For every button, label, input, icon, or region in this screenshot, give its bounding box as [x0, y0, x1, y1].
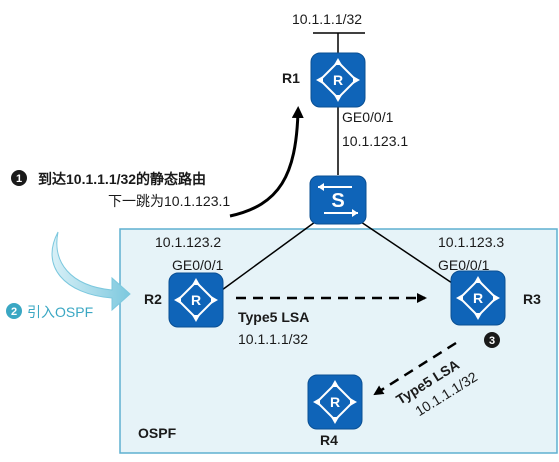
static-route-arrow — [229, 106, 304, 218]
step1-badge-num: 1 — [16, 173, 22, 185]
r2-interface: GE0/0/1 — [172, 257, 224, 273]
redistribute-arrow — [51, 231, 131, 312]
router-r1-icon[interactable] — [310, 52, 366, 108]
r1-interface: GE0/0/1 — [342, 109, 394, 125]
link-switch-r2 — [221, 221, 316, 291]
r3-interface: GE0/0/1 — [438, 257, 490, 273]
ospf-area-label: OSPF — [138, 425, 177, 441]
switch-icon[interactable]: S — [309, 175, 367, 225]
r1-name: R1 — [282, 70, 300, 86]
link-switch-r3 — [360, 221, 456, 286]
r1-loopback-label: 10.1.1.1/32 — [292, 11, 362, 27]
r2-name: R2 — [144, 291, 162, 307]
step2-badge-num: 2 — [11, 306, 17, 318]
router-r4-icon[interactable] — [307, 374, 363, 430]
step2-badge — [6, 303, 22, 319]
r2-ip: 10.1.123.2 — [155, 234, 221, 250]
step1-badge — [11, 170, 27, 186]
step1-text: 到达10.1.1.1/32的静态路由 — [38, 171, 206, 187]
r1-ip: 10.1.123.1 — [342, 133, 408, 149]
router-r2-icon[interactable] — [168, 272, 224, 328]
lsa-r2-r3-prefix: 10.1.1.1/32 — [238, 331, 308, 347]
step2-text: 引入OSPF — [27, 304, 93, 320]
router-r3-icon[interactable] — [450, 270, 506, 326]
switch-symbol: S — [331, 190, 344, 212]
r3-name: R3 — [523, 291, 541, 307]
step3-badge-num: 3 — [489, 335, 495, 347]
step3-badge — [484, 332, 500, 348]
r3-ip: 10.1.123.3 — [438, 234, 504, 250]
step1-subtext: 下一跳为10.1.123.1 — [108, 193, 230, 209]
r4-name: R4 — [320, 432, 338, 448]
lsa-r2-r3-type: Type5 LSA — [238, 309, 309, 325]
